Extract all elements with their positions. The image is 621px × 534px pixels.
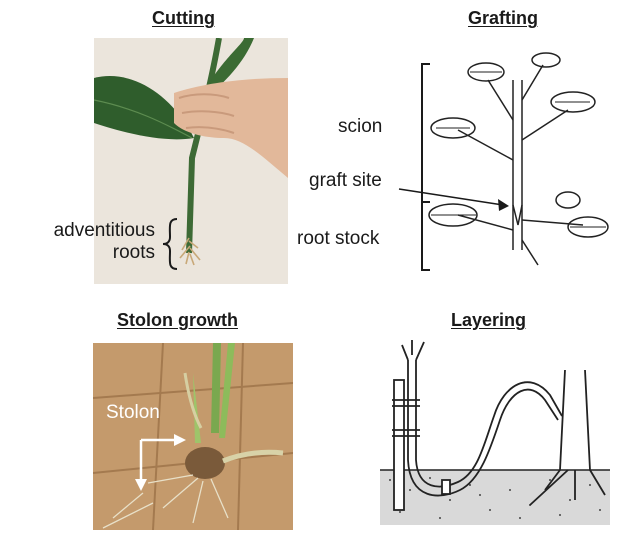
layering-title: Layering [451, 310, 526, 331]
stolon-label: Stolon [106, 402, 160, 424]
root-stock-label: root stock [297, 228, 379, 250]
stolon-photo [93, 343, 293, 530]
stolon-title: Stolon growth [117, 310, 238, 331]
arrow-icon [395, 185, 515, 215]
cutting-title: Cutting [152, 8, 215, 29]
graft-site-label: graft site [309, 170, 382, 192]
grafting-illustration [418, 50, 613, 280]
graft-bracket-icon [418, 62, 434, 272]
curly-brace-icon [160, 217, 180, 271]
grafting-title: Grafting [468, 8, 538, 29]
adventitious-label-line2: roots [18, 242, 155, 264]
layering-illustration [380, 340, 620, 530]
adventitious-label-line1: adventitious [18, 220, 155, 242]
scion-label: scion [338, 116, 382, 138]
